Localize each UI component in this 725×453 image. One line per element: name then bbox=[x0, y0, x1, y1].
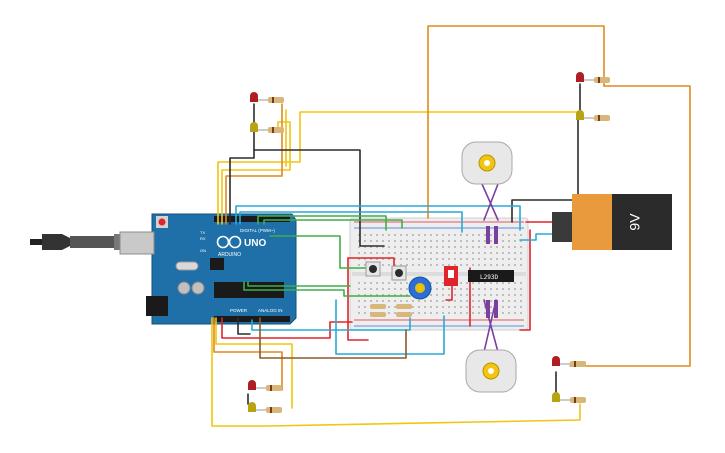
wire-red bbox=[221, 317, 353, 339]
resistor-band bbox=[598, 77, 600, 83]
motor-driver-ic: L293D bbox=[468, 270, 514, 282]
jumper-header bbox=[486, 226, 498, 318]
wire-black bbox=[229, 131, 255, 225]
analog-header-label: ANALOG IN bbox=[258, 308, 283, 313]
driver-ic-label: L293D bbox=[480, 274, 498, 281]
wire-green bbox=[263, 219, 403, 229]
arduino-uno-board: UNO ARDUINO DIGITAL (PWM~) POWER ANALOG … bbox=[30, 213, 297, 325]
wire-green bbox=[243, 281, 411, 297]
resistor-band bbox=[574, 397, 576, 403]
wire-yellow bbox=[267, 403, 581, 427]
wire-yellow bbox=[211, 317, 269, 427]
wire-yellow bbox=[217, 111, 581, 225]
battery-voltage-label: 9V bbox=[627, 213, 643, 231]
wire-purple bbox=[481, 183, 499, 221]
dc-motor-top bbox=[461, 141, 513, 185]
led-red bbox=[552, 356, 586, 367]
wire-cyan bbox=[235, 205, 521, 231]
wire-cyan bbox=[251, 317, 411, 331]
wire-black bbox=[511, 119, 579, 223]
wire-orange bbox=[427, 25, 605, 219]
wire-black bbox=[237, 317, 251, 335]
resistor-band bbox=[272, 127, 274, 133]
wire-cyan bbox=[335, 299, 445, 355]
dc-motor-bottom bbox=[465, 349, 517, 393]
led-red bbox=[248, 380, 282, 391]
wire-black bbox=[359, 221, 385, 247]
slide-switch bbox=[444, 266, 458, 286]
resistor-band bbox=[272, 97, 274, 103]
wire-orange bbox=[225, 103, 283, 225]
led-yellow bbox=[250, 122, 284, 133]
arduino-logo-icon bbox=[216, 235, 242, 249]
led-group bbox=[248, 72, 610, 413]
rx-label: RX bbox=[200, 236, 206, 241]
wire-orange bbox=[213, 317, 283, 391]
breadboard-resistors bbox=[370, 304, 412, 317]
power-header-label: POWER bbox=[230, 308, 248, 313]
wire-green bbox=[257, 215, 387, 231]
wire-cyan bbox=[519, 233, 561, 241]
push-button bbox=[391, 265, 407, 281]
resistor-band bbox=[574, 361, 576, 367]
wire-black bbox=[253, 149, 361, 223]
wire-purple bbox=[483, 183, 499, 221]
wire-yellow bbox=[221, 121, 291, 225]
led-yellow bbox=[248, 402, 282, 413]
wire-red bbox=[347, 257, 395, 269]
wire-yellow bbox=[215, 317, 293, 409]
usb-cable bbox=[30, 234, 120, 250]
breadboard bbox=[349, 217, 529, 331]
wire-green bbox=[269, 235, 375, 269]
resistor-band bbox=[270, 407, 272, 413]
led-yellow bbox=[576, 110, 610, 121]
on-label: ON bbox=[200, 248, 206, 253]
wire-orange bbox=[569, 85, 691, 367]
wire-green bbox=[247, 281, 351, 287]
led-red bbox=[250, 92, 284, 103]
wire-cyan bbox=[239, 211, 463, 233]
push-button bbox=[365, 261, 381, 277]
led-yellow bbox=[552, 392, 586, 403]
led-red bbox=[576, 72, 610, 83]
board-model-label: UNO bbox=[244, 238, 266, 249]
board-brand-label: ARDUINO bbox=[218, 252, 241, 258]
resistor-band bbox=[598, 115, 600, 121]
wire-red bbox=[519, 229, 531, 331]
digital-header-label: DIGITAL (PWM~) bbox=[240, 228, 275, 233]
tx-label: TX bbox=[200, 230, 205, 235]
battery-9v: 9V bbox=[552, 194, 672, 250]
potentiometer bbox=[408, 276, 432, 300]
wire-brown bbox=[259, 317, 407, 359]
resistor-band bbox=[270, 385, 272, 391]
